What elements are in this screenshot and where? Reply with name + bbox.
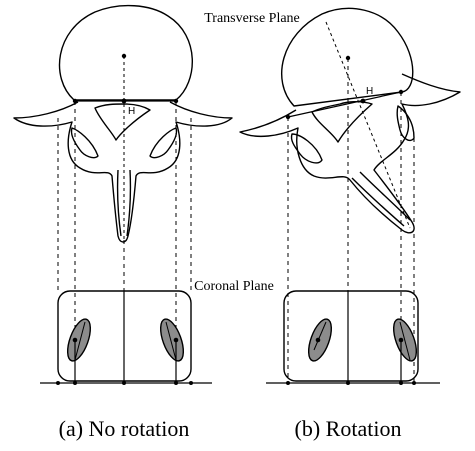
h-dot-right (361, 99, 366, 104)
lamina-right (312, 102, 372, 142)
vertebral-body-left (60, 6, 193, 100)
rotation-axis-right (326, 22, 410, 228)
lamina-left (95, 104, 150, 140)
h-dot-left (122, 99, 127, 104)
posterior-element-left (14, 102, 232, 242)
vertebra-rotation (240, 8, 460, 232)
vertebra-no-rotation (14, 6, 232, 242)
h-label-left: H (128, 106, 135, 117)
coronal-plane-label: Coronal Plane (194, 279, 274, 294)
center-dot-left (122, 54, 126, 58)
caption-rotation: (b) Rotation (295, 416, 402, 441)
transverse-plane-label: Transverse Plane (204, 11, 300, 26)
caption-no-rotation: (a) No rotation (59, 416, 190, 441)
pedicle-oval-left-1 (63, 316, 95, 364)
coronal-view-no-rotation (40, 291, 212, 385)
posterior-element-right (240, 74, 460, 233)
h-label-right: H (366, 86, 373, 97)
pedicle-oval-left-2 (156, 316, 188, 364)
facet-left-2 (150, 128, 177, 158)
